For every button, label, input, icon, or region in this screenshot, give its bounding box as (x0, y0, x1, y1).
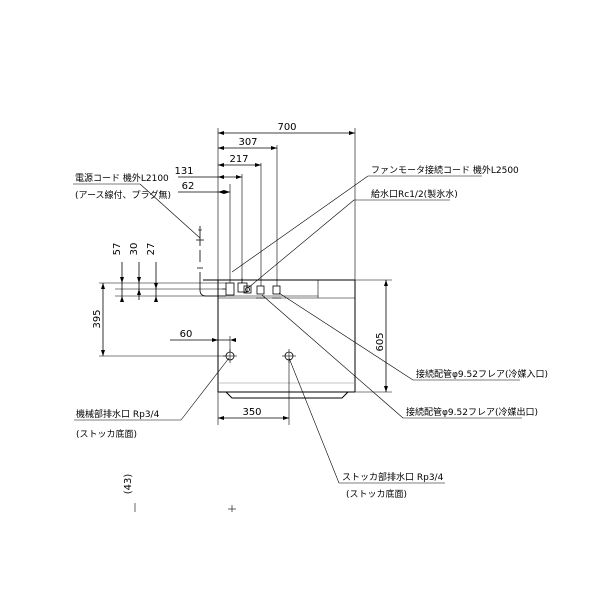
power-cord-label: 電源コード 機外L2100 (75, 172, 169, 184)
pipe-out-label: 接続配管φ9.52フレア(冷媒出口) (406, 406, 538, 418)
dim-43: (43) (123, 474, 134, 495)
machine-drain-label: 機械部排水口 Rp3/4 (76, 408, 160, 420)
stocker-drain-label: ストッカ部排水口 Rp3/4 (342, 471, 444, 483)
right-dimensions: 605 (355, 279, 392, 393)
lower-fragment: (43) (123, 474, 236, 512)
bottom-dimensions: 350 (217, 360, 290, 425)
dim-307: 307 (238, 137, 257, 148)
dim-30: 30 (129, 243, 140, 256)
dim-350: 350 (242, 407, 261, 418)
stocker-drain-note: (ストッカ底面) (346, 488, 407, 500)
machine-drain-note: (ストッカ底面) (76, 428, 137, 440)
dim-60: 60 (180, 329, 193, 340)
top-dimensions: 700 307 217 131 62 (174, 122, 356, 286)
dim-217: 217 (229, 154, 248, 165)
dim-131: 131 (174, 166, 193, 177)
water-inlet-label: 給水口Rc1/2(製氷水) (371, 188, 458, 200)
leader-lines (73, 175, 522, 484)
dim-62: 62 (182, 181, 195, 192)
dim-57: 57 (112, 243, 123, 256)
pipe-in-label: 接続配管φ9.52フレア(冷媒入口) (416, 368, 548, 380)
callouts: 電源コード 機外L2100 (アース線付、プラグ無) ファンモータ接続コード 機… (75, 164, 548, 500)
dim-605: 605 (375, 332, 386, 351)
power-cord-note: (アース線付、プラグ無) (75, 189, 171, 201)
dim-27: 27 (146, 243, 157, 256)
left-dimensions: 57 30 27 395 60 (92, 243, 236, 357)
dim-700: 700 (277, 122, 296, 133)
fan-motor-cord-label: ファンモータ接続コード 機外L2500 (371, 164, 519, 176)
dim-395: 395 (92, 309, 103, 328)
